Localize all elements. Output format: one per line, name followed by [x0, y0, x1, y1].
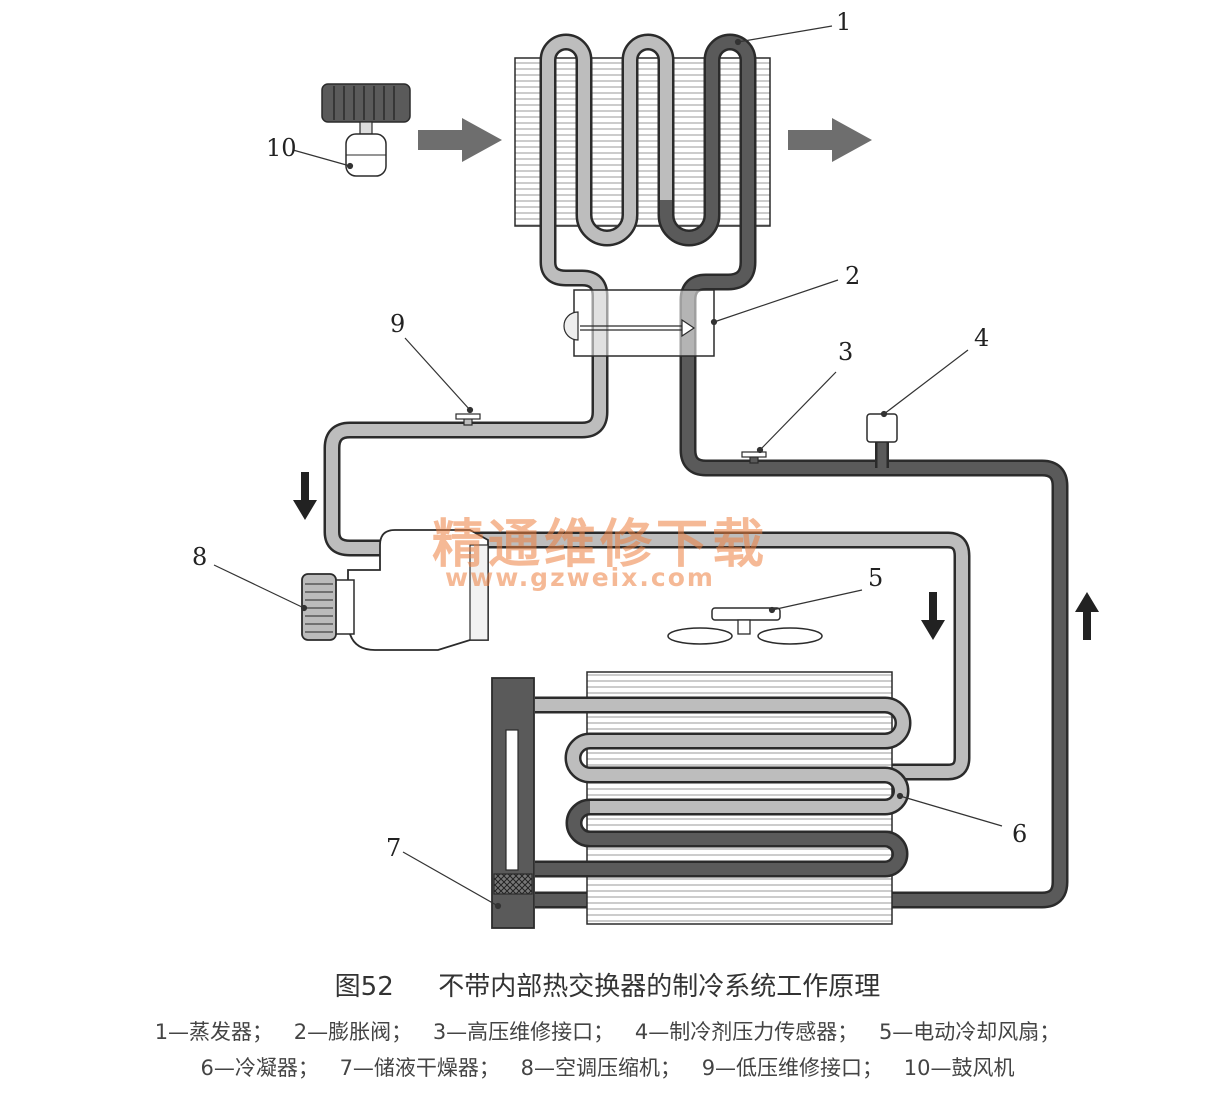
- ac-compressor: [301, 529, 489, 651]
- legend-item: 7—储液干燥器；: [339, 1056, 500, 1080]
- legend-item: 8—空调压缩机；: [520, 1056, 681, 1080]
- expansion-valve: [563, 289, 715, 357]
- callout-7: 7: [386, 834, 402, 862]
- callout-5: 5: [868, 564, 884, 592]
- legend-item: 10—鼓风机: [903, 1056, 1015, 1080]
- callout-leaders: [213, 25, 1003, 910]
- high-pressure-line: [535, 261, 1069, 909]
- figure-number: 图52: [334, 972, 394, 1002]
- legend-item: 5—电动冷却风扇；: [878, 1020, 1061, 1044]
- legend-item: 4—制冷剂压力传感器；: [634, 1020, 859, 1044]
- legend-item: 3—高压维修接口；: [432, 1020, 615, 1044]
- flow-arrows: [293, 472, 1099, 640]
- receiver-drier: [491, 677, 535, 929]
- legend-item: 9—低压维修接口；: [701, 1056, 884, 1080]
- low-pressure-line: [323, 261, 971, 781]
- legend-item: 2—膨胀阀；: [293, 1020, 413, 1044]
- blower: [321, 83, 411, 177]
- pressure-sensor: [866, 413, 898, 443]
- callout-9: 9: [390, 310, 406, 338]
- callout-8: 8: [192, 543, 208, 571]
- watermark-text: 精通维修下载: [432, 515, 769, 575]
- evaporator-coil: [539, 33, 757, 262]
- legend-line-1: 1—蒸发器； 2—膨胀阀； 3—高压维修接口； 4—制冷剂压力传感器； 5—电动…: [0, 1016, 1215, 1046]
- callout-2: 2: [845, 262, 861, 290]
- callout-1: 1: [836, 8, 852, 36]
- low-pressure-service-port: [455, 413, 481, 426]
- condenser: [586, 671, 893, 925]
- figure-title: 不带内部热交换器的制冷系统工作原理: [438, 972, 881, 1002]
- callout-6: 6: [1012, 820, 1028, 848]
- condenser-coil: [535, 696, 912, 878]
- cooling-system-diagram: [213, 25, 1099, 929]
- high-pressure-service-port: [741, 451, 767, 464]
- evaporator: [514, 57, 771, 227]
- callout-4: 4: [974, 324, 990, 352]
- electric-cooling-fan: [667, 607, 823, 645]
- watermark-url: www.gzweix.com: [445, 563, 715, 592]
- legend-item: 1—蒸发器；: [154, 1020, 274, 1044]
- legend-item: 6—冷凝器；: [200, 1056, 319, 1080]
- callout-3: 3: [838, 338, 854, 366]
- legend-line-2: 6—冷凝器； 7—储液干燥器； 8—空调压缩机； 9—低压维修接口； 10—鼓风…: [0, 1052, 1215, 1082]
- figure-caption: 图52 不带内部热交换器的制冷系统工作原理: [0, 966, 1215, 1003]
- callout-10: 10: [266, 134, 297, 162]
